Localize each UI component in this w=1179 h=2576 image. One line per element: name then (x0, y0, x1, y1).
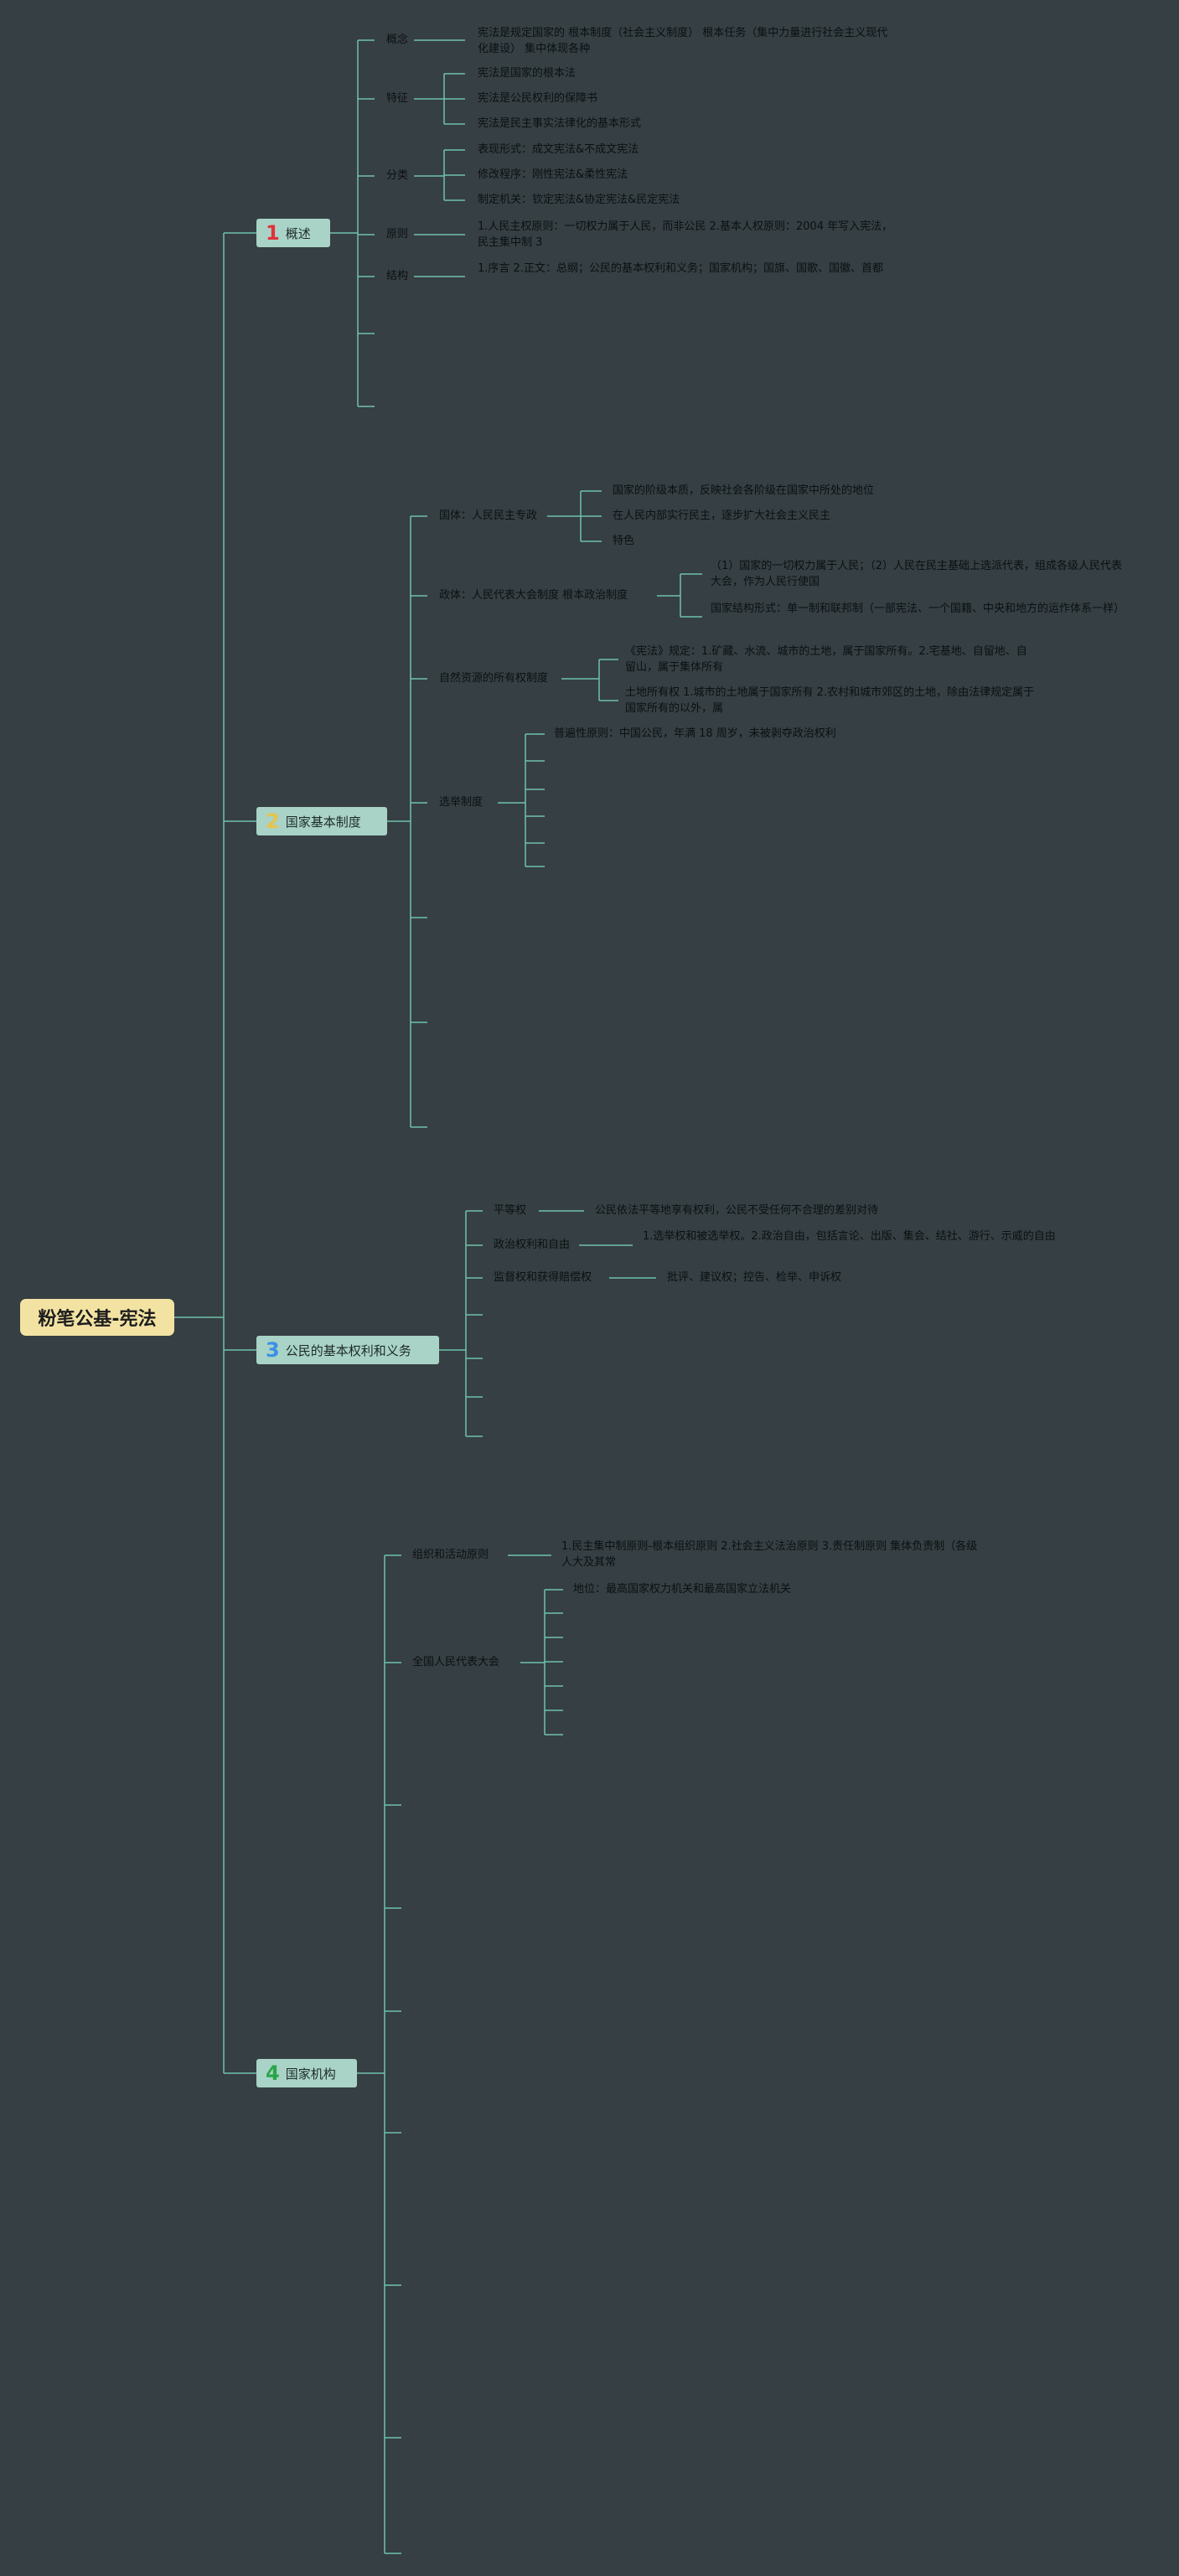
node-concept-text[interactable]: 宪法是规定国家的 根本制度（社会主义制度） 根本任务（集中力量进行社会主义现代化… (478, 27, 888, 55)
node-organization-principles[interactable]: 组织和活动原则 (412, 1549, 489, 1561)
node-structure[interactable]: 结构 (386, 270, 409, 282)
node-state-item[interactable]: 特色 (613, 535, 635, 547)
node-npc-item[interactable]: 地位：最高国家权力机关和最高国家立法机关 (573, 1583, 792, 1596)
node-class-item[interactable]: 制定机关：钦定宪法&协定宪法&民定宪法 (478, 194, 680, 206)
section-number: 1 (266, 221, 280, 245)
node-structure-text[interactable]: 1.序言 2.正文：总纲；公民的基本权利和义务；国家机构；国旗、国歌、国徽、首都 (478, 262, 883, 275)
section-number: 2 (266, 810, 280, 833)
node-class-item[interactable]: 修改程序：刚性宪法&柔性宪法 (478, 168, 628, 181)
node-state-item[interactable]: 在人民内部实行民主，逐步扩大社会主义民主 (613, 510, 831, 522)
node-election-item[interactable]: 普遍性原则：中国公民，年满 18 周岁，未被剥夺政治权利 (554, 727, 836, 740)
node-government-system[interactable]: 政体：人民代表大会制度 根本政治制度 (439, 589, 628, 602)
node-classification[interactable]: 分类 (386, 169, 409, 182)
node-supervision-rights[interactable]: 监督权和获得赔偿权 (494, 1271, 592, 1284)
node-equality-right[interactable]: 平等权 (494, 1204, 527, 1217)
node-feature-item[interactable]: 宪法是民主事实法律化的基本形式 (478, 117, 642, 130)
node-class-item[interactable]: 表现形式：成文宪法&不成文宪法 (478, 143, 639, 156)
node-political-text[interactable]: 1.选举权和被选举权。2.政治自由，包括言论、出版、集会、结社、游行、示威的自由 (643, 1230, 1056, 1243)
node-features[interactable]: 特征 (386, 92, 409, 105)
node-government-item[interactable]: 国家结构形式：单一制和联邦制（一部宪法、一个国籍、中央和地方的运作体系一样） (711, 603, 1125, 615)
node-principles[interactable]: 原则 (386, 228, 409, 241)
node-feature-item[interactable]: 宪法是公民权利的保障书 (478, 92, 598, 105)
node-resources-item[interactable]: 土地所有权 1.城市的土地属于国家所有 2.农村和城市郊区的土地，除由法律规定属… (625, 686, 1035, 715)
section-label: 国家机构 (285, 2066, 336, 2082)
section-node-overview[interactable]: 1 概述 (256, 219, 330, 247)
node-political-rights[interactable]: 政治权利和自由 (494, 1239, 571, 1251)
node-state-item[interactable]: 国家的阶级本质，反映社会各阶级在国家中所处的地位 (613, 484, 875, 497)
node-supervision-text[interactable]: 批评、建议权；控告、检举、申诉权 (667, 1271, 842, 1284)
node-government-item[interactable]: （1）国家的一切权力属于人民；（2）人民在民主基础上选派代表，组成各级人民代表大… (711, 560, 1123, 588)
section-label: 公民的基本权利和义务 (285, 1342, 411, 1358)
node-concept[interactable]: 概念 (386, 34, 409, 46)
section-node-state-organs[interactable]: 4 国家机构 (256, 2059, 357, 2087)
node-natural-resources[interactable]: 自然资源的所有权制度 (439, 672, 549, 685)
node-resources-item[interactable]: 《宪法》规定：1.矿藏、水流、城市的土地，属于国家所有。2.宅基地、自留地、自留… (625, 645, 1027, 674)
node-feature-item[interactable]: 宪法是国家的根本法 (478, 67, 577, 80)
section-node-basic-systems[interactable]: 2 国家基本制度 (256, 807, 387, 835)
node-npc[interactable]: 全国人民代表大会 (412, 1656, 500, 1668)
section-label: 国家基本制度 (285, 814, 361, 830)
node-principles-text[interactable]: 1.人民主权原则：一切权力属于人民，而非公民 2.基本人权原则：2004 年写入… (478, 220, 893, 249)
node-state-system[interactable]: 国体：人民民主专政 (439, 510, 538, 522)
node-equality-text[interactable]: 公民依法平等地享有权利，公民不受任何不合理的差别对待 (595, 1204, 879, 1217)
section-number: 3 (266, 1338, 280, 1362)
node-election-system[interactable]: 选举制度 (439, 796, 483, 809)
section-label: 概述 (285, 225, 311, 241)
node-organization-text[interactable]: 1.民主集中制原则-根本组织原则 2.社会主义法治原则 3.责任制原则 集体负责… (561, 1540, 978, 1569)
section-number: 4 (266, 2061, 280, 2085)
section-node-citizen-rights[interactable]: 3 公民的基本权利和义务 (256, 1336, 439, 1364)
root-node[interactable]: 粉笔公基-宪法 (20, 1299, 174, 1336)
